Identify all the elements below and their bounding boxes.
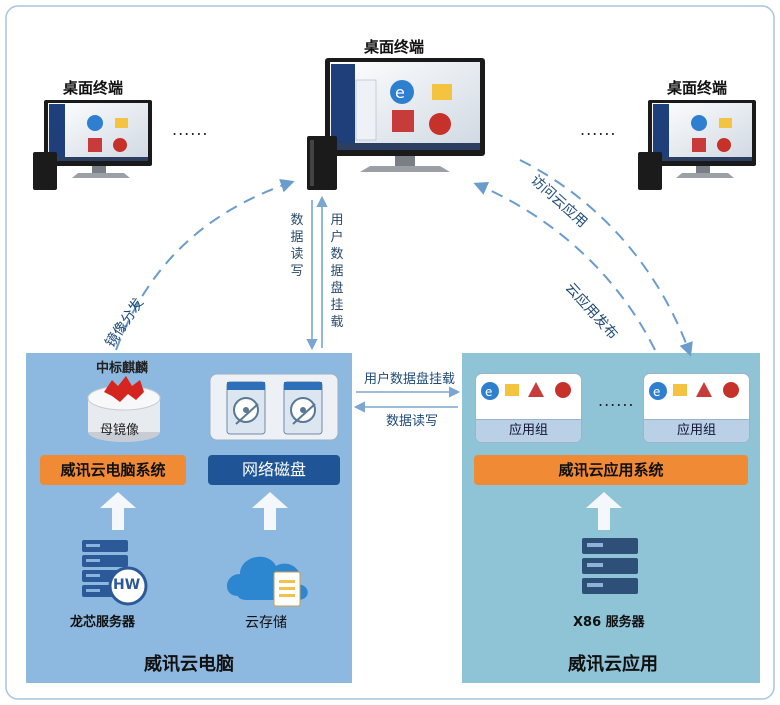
server-hw-badge: HW [113, 577, 141, 593]
os-kylin-label: 中标麒麟 [96, 361, 149, 376]
vertical-user-disk-mount-label: 用户数据盘挂载 [330, 213, 344, 330]
app-group-card-1: 应用组 [475, 373, 582, 443]
up-arrow-right [586, 492, 622, 530]
cloud-pc-system-bar: 威讯云电脑系统 [40, 455, 186, 485]
loongson-server-caption: 龙芯服务器 [70, 615, 136, 630]
cloud-storage-caption: 云存储 [245, 615, 287, 631]
right-terminal-title: 桌面终端 [667, 79, 728, 97]
left-terminal [33, 100, 152, 190]
cloud-app-title: 威讯云应用 [568, 654, 658, 675]
vertical-data-rw-label: 数据读写 [290, 213, 304, 279]
network-disk-icons [209, 373, 339, 441]
cloud-app-publish-arrow [473, 181, 656, 351]
cloud-app-system-bar: 威讯云应用系统 [474, 455, 748, 485]
mother-image-label: 母镜像 [100, 423, 140, 438]
app-group-ellipsis: ...... [598, 391, 635, 410]
cloud-pc-title: 威讯云电脑 [144, 654, 234, 675]
cloud-storage-icon [226, 556, 308, 607]
x86-server-icon [582, 538, 638, 594]
app-group-label-1: 应用组 [476, 419, 581, 442]
app-group-label-2: 应用组 [644, 419, 749, 442]
right-terminal [638, 100, 756, 190]
h-data-rw-label: 数据读写 [386, 414, 439, 429]
svg-text:e: e [395, 83, 405, 102]
loongson-server-icon [82, 540, 148, 606]
center-terminal-title: 桌面终端 [364, 38, 425, 56]
access-cloud-app-arrow [519, 159, 693, 357]
app-group-card-2: 应用组 [643, 373, 750, 443]
left-terminal-title: 桌面终端 [63, 79, 124, 97]
network-disk-bar: 网络磁盘 [208, 455, 340, 485]
terminal-ellipsis-left: ...... [172, 120, 209, 139]
x86-server-caption: X86 服务器 [573, 615, 645, 630]
up-arrow-left [100, 492, 136, 530]
center-terminal: e [307, 58, 485, 190]
mother-image-icon [87, 376, 161, 442]
h-user-disk-mount-label: 用户数据盘挂载 [364, 372, 456, 387]
up-arrow-mid [252, 492, 288, 530]
mirror-distribute-arrow [115, 178, 295, 351]
terminal-ellipsis-right: ...... [580, 120, 617, 139]
